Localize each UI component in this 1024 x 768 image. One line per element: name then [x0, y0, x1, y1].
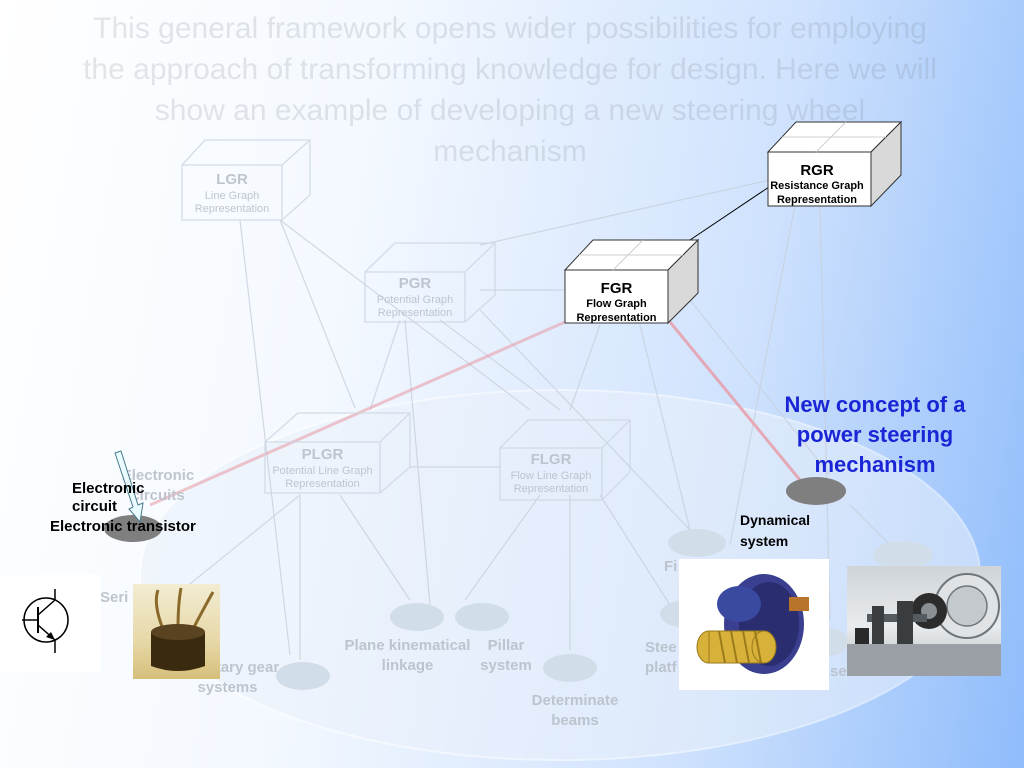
new-concept-label: New concept of a power steering mechanis… [784, 392, 966, 477]
box-rgr-title: RGR [800, 162, 834, 179]
fgr-rgr-connector [689, 184, 773, 241]
transistor-symbol-icon [22, 589, 69, 653]
box-pgr-line1: Potential Graph [376, 294, 454, 306]
box-fgr-shape [563, 238, 700, 325]
box-plgr: PLGR Potential Line Graph Representation [265, 445, 380, 491]
label-series: Seri [100, 589, 129, 606]
box-fgr: FGR Flow Graph Representation [565, 280, 668, 325]
label-pillar: Pillar system [480, 637, 532, 674]
box-lgr-line1: Line Graph [204, 190, 260, 202]
box-rgr-line2: Representation [776, 194, 858, 206]
slide-title: This general framework opens wider possi… [83, 12, 937, 168]
label-electronic-circuit: Electronic circuit [72, 480, 145, 515]
box-pgr: PGR Potential Graph Representation [365, 274, 465, 320]
box-flgr: FLGR Flow Line Graph Representation [500, 450, 602, 496]
box-rgr-shape [766, 120, 903, 208]
box-plgr-outline [264, 412, 411, 494]
box-flgr-line1: Flow Line Graph [510, 470, 592, 482]
box-rgr: RGR Resistance Graph Representation [762, 162, 872, 207]
box-pgr-line2: Representation [377, 307, 453, 319]
ellipse-fi [668, 529, 726, 557]
box-rgr-line1: Resistance Graph [770, 180, 864, 192]
ellipse-dynamical-system [786, 477, 846, 505]
mechanism-photo [847, 566, 1001, 676]
ellipse-electronic-transistor [104, 515, 162, 542]
box-lgr: LGR Line Graph Representation [182, 170, 282, 216]
ellipse-determinate [543, 654, 597, 682]
label-fi: Fi [664, 558, 678, 575]
box-fgr-line1: Flow Graph [586, 298, 647, 310]
box-pgr-outline [364, 242, 496, 323]
box-lgr-title: LGR [216, 171, 248, 188]
label-electronic-transistor: Electronic transistor [50, 518, 196, 535]
box-fgr-line2: Representation [576, 312, 657, 324]
box-plgr-line1: Potential Line Graph [272, 465, 373, 477]
label-se: se [830, 663, 847, 680]
arrow-pointer-icon [114, 450, 144, 524]
box-plgr-line2: Representation [285, 478, 360, 490]
box-plgr-title: PLGR [301, 446, 344, 463]
label-dynamical-system: Dynamical system [740, 512, 811, 549]
label-plane-kinematical: Plane kinematical linkage [344, 637, 471, 674]
worm-gear-icon [696, 574, 809, 674]
box-lgr-line2: Representation [194, 203, 270, 215]
box-pgr-title: PGR [398, 275, 432, 292]
transistor-component-icon [151, 587, 215, 671]
worm-gear-photo [679, 559, 829, 690]
label-electronic-circuits: Electronic circuits [121, 467, 195, 504]
ellipse-plane-kinematical [390, 603, 444, 631]
red-link-dynamical [668, 321, 802, 481]
box-flgr-line2: Representation [513, 483, 589, 495]
ellipse-planetary [276, 662, 330, 690]
box-fgr-title: FGR [600, 280, 633, 297]
box-flgr-outline [499, 419, 631, 501]
ellipse-pillar [455, 603, 509, 631]
box-lgr-outline [181, 139, 311, 221]
mechanism-rig-icon [847, 573, 1001, 676]
transistor-photo [133, 584, 220, 679]
label-steering: Stee platf [645, 639, 677, 676]
label-determinate: Determinate beams [531, 692, 619, 729]
faint-connectors [169, 179, 891, 660]
transistor-symbol-image [0, 575, 101, 672]
ellipse-right [873, 541, 933, 569]
box-flgr-title: FLGR [530, 451, 572, 468]
